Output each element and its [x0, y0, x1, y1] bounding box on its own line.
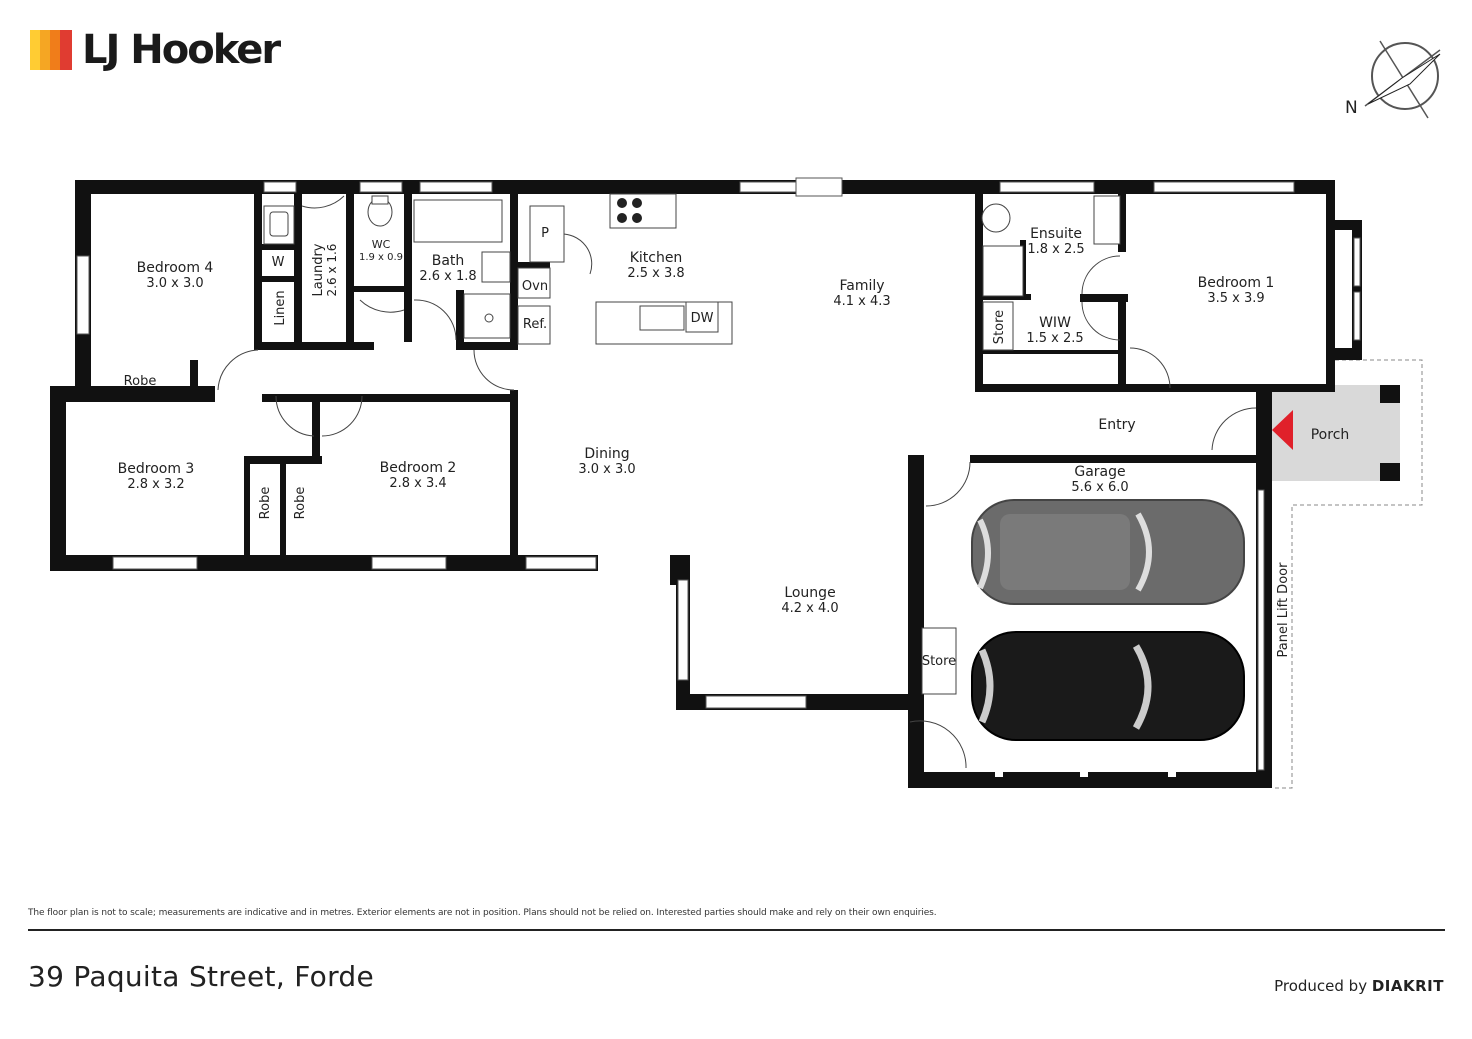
label-w: W: [272, 255, 285, 270]
produced-prefix: Produced by: [1274, 977, 1368, 995]
fixtures: [263, 193, 1121, 695]
label-panel-lift-door: Panel Lift Door: [1276, 562, 1291, 658]
label-dishwasher: DW: [691, 311, 714, 326]
room-name: Lounge: [784, 585, 835, 601]
lj-hooker-logo: LJ Hooker: [30, 22, 281, 78]
garage-store-box: [921, 627, 957, 695]
room-name: Family: [839, 278, 884, 294]
room-size: 2.6 x 1.6: [325, 244, 339, 297]
room-size: 4.2 x 4.0: [781, 601, 838, 616]
room-size: 2.5 x 3.8: [627, 266, 684, 281]
room-name: Bedroom 3: [118, 461, 195, 477]
logo-mark-icon: [30, 30, 72, 70]
room-size: 2.8 x 3.4: [389, 476, 446, 491]
label-robe-bed2: Robe: [293, 487, 308, 520]
room-size: 3.0 x 3.0: [146, 276, 203, 291]
room-name: Laundry: [311, 243, 326, 296]
room-size: 2.8 x 3.2: [127, 477, 184, 492]
logo-text: LJ Hooker: [82, 27, 281, 73]
room-size: 1.9 x 0.9: [359, 252, 403, 263]
label-store-ensuite: Store: [992, 310, 1007, 344]
room-name: Bedroom 2: [380, 460, 457, 476]
car-light-icon: [971, 499, 1245, 605]
produced-by: Produced by DIAKRIT: [1274, 977, 1444, 995]
room-name: Bath: [432, 253, 465, 269]
bathtub-icon: [413, 199, 503, 243]
room-name: Kitchen: [630, 250, 683, 266]
ensuite-toilet-icon: [981, 203, 1011, 233]
label-porch: Porch: [1311, 427, 1350, 443]
car-dark-icon: [971, 631, 1245, 741]
room-name: WIW: [1039, 315, 1071, 331]
room-name: Bedroom 4: [137, 260, 214, 276]
label-oven: Ovn: [522, 279, 548, 294]
label-linen: Linen: [273, 290, 288, 325]
compass-icon: [1364, 40, 1441, 119]
footer-divider: [28, 929, 1445, 931]
label-entry: Entry: [1098, 417, 1135, 433]
compass-north-label: N: [1345, 98, 1358, 118]
room-size: 1.8 x 2.5: [1027, 242, 1084, 257]
ensuite-basin-icon: [1093, 195, 1121, 245]
room-name: Dining: [584, 446, 629, 462]
produced-brand: DIAKRIT: [1371, 977, 1444, 995]
door-swings: [217, 195, 1257, 769]
room-size: 4.1 x 4.3: [833, 294, 890, 309]
room-name: Bedroom 1: [1198, 275, 1275, 291]
kitchen-sink-icon: [639, 305, 685, 331]
room-name: Ensuite: [1030, 226, 1082, 242]
room-size: 3.5 x 3.9: [1207, 291, 1264, 306]
room-name: WC: [372, 238, 391, 251]
label-pantry: P: [541, 226, 549, 241]
small-labels: W Linen P Ovn Ref. DW Robe Robe Robe Sto…: [124, 226, 1350, 669]
property-address: 39 Paquita Street, Forde: [28, 960, 374, 993]
porch-area: [1272, 359, 1423, 789]
label-robe-bed3: Robe: [258, 487, 273, 520]
windows: [76, 177, 1361, 709]
room-name: Garage: [1074, 464, 1125, 480]
entry-arrow-icon: [1272, 410, 1293, 450]
ensuite-shower-icon: [982, 245, 1024, 297]
room-size: 1.5 x 2.5: [1026, 331, 1083, 346]
bath-basin-icon: [481, 251, 511, 283]
label-robe-bed4: Robe: [124, 374, 157, 389]
label-store-garage: Store: [922, 654, 956, 669]
disclaimer-text: The floor plan is not to scale; measurem…: [28, 908, 937, 918]
room-size: 2.6 x 1.8: [419, 269, 476, 284]
room-label-laundry: Laundry2.6 x 1.6: [311, 243, 339, 296]
garage-vents: [995, 489, 1265, 777]
label-fridge: Ref.: [523, 317, 547, 332]
room-size: 5.6 x 6.0: [1071, 480, 1128, 495]
room-size: 3.0 x 3.0: [578, 462, 635, 477]
